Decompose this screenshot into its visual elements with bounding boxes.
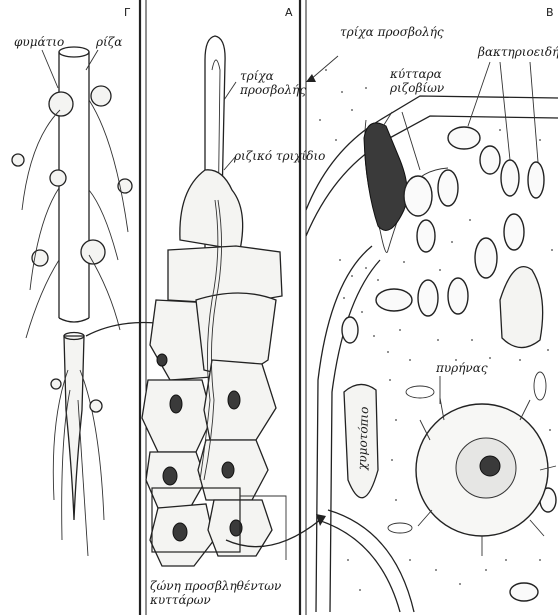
nucleus [416, 398, 556, 556]
root-label: ρίζα [95, 35, 122, 49]
nodule [12, 86, 132, 266]
root-hair-label: ριζικό τριχίδιο [233, 149, 325, 163]
middle-panel-infection [142, 36, 326, 566]
panel-label-left: Γ [124, 6, 131, 19]
vacuole-label: χυμοτόπιο [355, 406, 371, 471]
hair-label-right: τρίχα προσβολής [340, 25, 444, 39]
nucleus-label: πυρήνας [435, 361, 488, 375]
panel-label-right: Β [546, 6, 554, 19]
bacteroids-label: βακτηριοειδή [477, 45, 558, 59]
right-panel-cell [306, 56, 558, 612]
panel-label-middle: Α [285, 6, 293, 19]
nodule-label: φυμάτιο [14, 35, 64, 49]
